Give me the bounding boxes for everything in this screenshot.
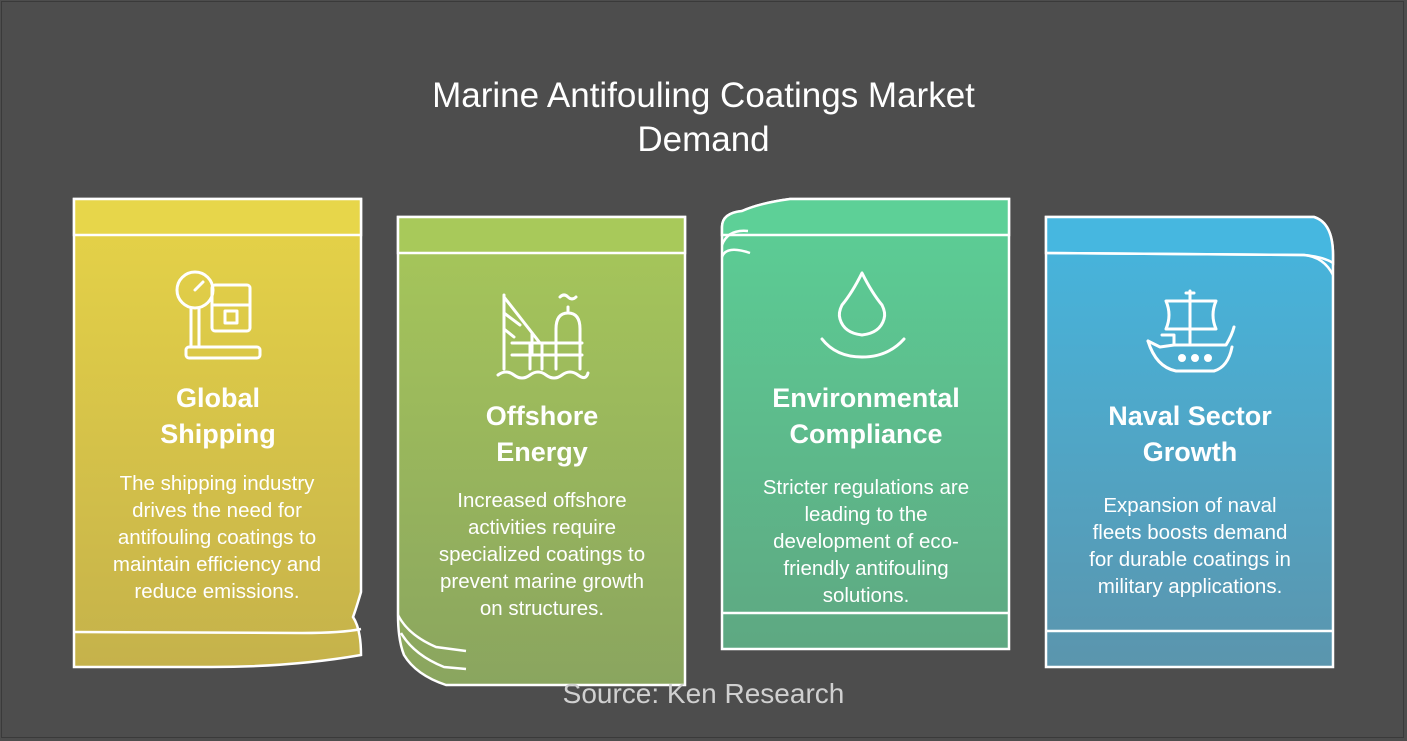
scale-with-package-icon: [168, 267, 268, 367]
card-offshore-energy-description: Increased offshore activities require sp…: [438, 489, 646, 620]
title-line-2: Demand: [637, 120, 770, 159]
card-naval-sector-growth-heading: Naval Sector Growth: [1044, 398, 1336, 470]
water-drop-icon: [816, 267, 916, 367]
card-environmental-compliance-description: Stricter regulations are leading to the …: [762, 476, 970, 607]
source-caption: Source: Ken Research: [562, 678, 845, 709]
heading-line-1: Naval Sector: [1108, 401, 1272, 431]
heading-line-2: Shipping: [160, 419, 276, 449]
card-naval-sector-growth: Naval Sector Growth Expansion of naval f…: [1044, 215, 1336, 670]
card-environmental-compliance-shape: [720, 197, 1011, 651]
title-line-1: Marine Antifouling Coatings Market: [432, 76, 975, 115]
card-offshore-energy: Offshore Energy Increased offshore activ…: [396, 215, 688, 687]
heading-line-1: Global: [175, 383, 260, 413]
card-offshore-energy-shape: [396, 215, 687, 687]
heading-line-1: Environmental: [772, 383, 960, 413]
card-global-shipping-description: The shipping industry drives the need fo…: [112, 472, 322, 603]
card-environmental-compliance: Environmental Compliance Stricter regula…: [720, 197, 1012, 652]
heading-line-2: Compliance: [789, 419, 943, 449]
card-naval-sector-growth-description: Expansion of naval fleets boosts demand …: [1089, 494, 1291, 598]
card-naval-sector-growth-shape: [1044, 215, 1335, 669]
card-offshore-energy-heading: Offshore Energy: [396, 398, 688, 470]
heading-line-2: Growth: [1142, 437, 1238, 467]
card-global-shipping: Global Shipping The shipping industry dr…: [72, 197, 364, 669]
heading-line-1: Offshore: [485, 401, 599, 431]
heading-line-2: Energy: [496, 437, 588, 467]
ship-icon: [1140, 285, 1240, 385]
card-global-shipping-heading: Global Shipping: [72, 380, 364, 452]
diagram-title: Marine Antifouling Coatings Market Deman…: [0, 74, 1407, 162]
card-global-shipping-shape: [72, 197, 363, 669]
card-environmental-compliance-heading: Environmental Compliance: [720, 380, 1012, 452]
offshore-platform-icon: [492, 285, 592, 385]
